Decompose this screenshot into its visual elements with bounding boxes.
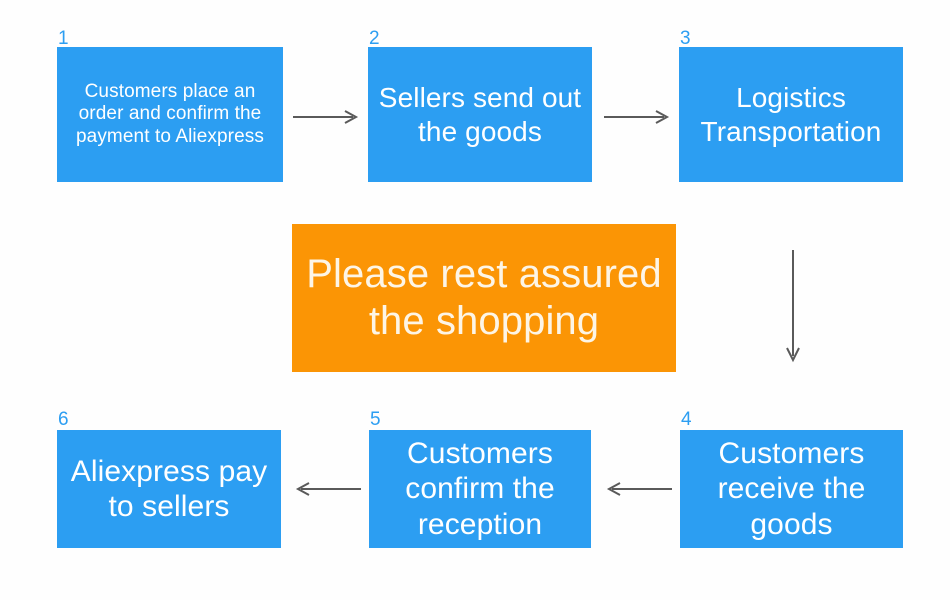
reassurance-banner: Please rest assured the shopping <box>292 224 676 372</box>
flow-node-step-5[interactable]: Customers confirm the reception <box>369 430 591 548</box>
flow-node-step-6[interactable]: Aliexpress pay to sellers <box>57 430 281 548</box>
flow-node-step-3-label: Logistics Transportation <box>700 82 882 147</box>
flow-node-step-1-label: Customers place an order and confirm the… <box>76 80 264 147</box>
arrow-2-to-3-icon <box>604 105 672 129</box>
step-number-1: 1 <box>58 28 69 49</box>
flow-node-step-1[interactable]: Customers place an order and confirm the… <box>57 47 283 182</box>
reassurance-banner-text: Please rest assured the shopping <box>298 251 670 345</box>
arrow-5-to-6-icon <box>291 477 361 501</box>
arrow-3-to-4-icon <box>779 250 807 365</box>
flow-node-step-2[interactable]: Sellers send out the goods <box>368 47 592 182</box>
step-number-4: 4 <box>681 409 692 430</box>
flow-node-step-3[interactable]: Logistics Transportation <box>679 47 903 182</box>
flow-node-step-4-label: Customers receive the goods <box>717 436 866 541</box>
flow-node-step-4[interactable]: Customers receive the goods <box>680 430 903 548</box>
reassurance-banner-line-1: Please rest assured <box>306 251 662 296</box>
reassurance-banner-line-2: the shopping <box>368 299 600 343</box>
flow-node-step-6-label: Aliexpress pay to sellers <box>70 454 268 523</box>
step-number-2: 2 <box>369 28 380 49</box>
step-number-5: 5 <box>370 409 381 430</box>
arrow-1-to-2-icon <box>293 105 361 129</box>
flow-node-step-5-label: Customers confirm the reception <box>405 436 555 541</box>
flow-node-step-2-label: Sellers send out the goods <box>378 82 582 147</box>
step-number-6: 6 <box>58 409 69 430</box>
arrow-4-to-5-icon <box>602 477 672 501</box>
step-number-3: 3 <box>680 28 691 49</box>
